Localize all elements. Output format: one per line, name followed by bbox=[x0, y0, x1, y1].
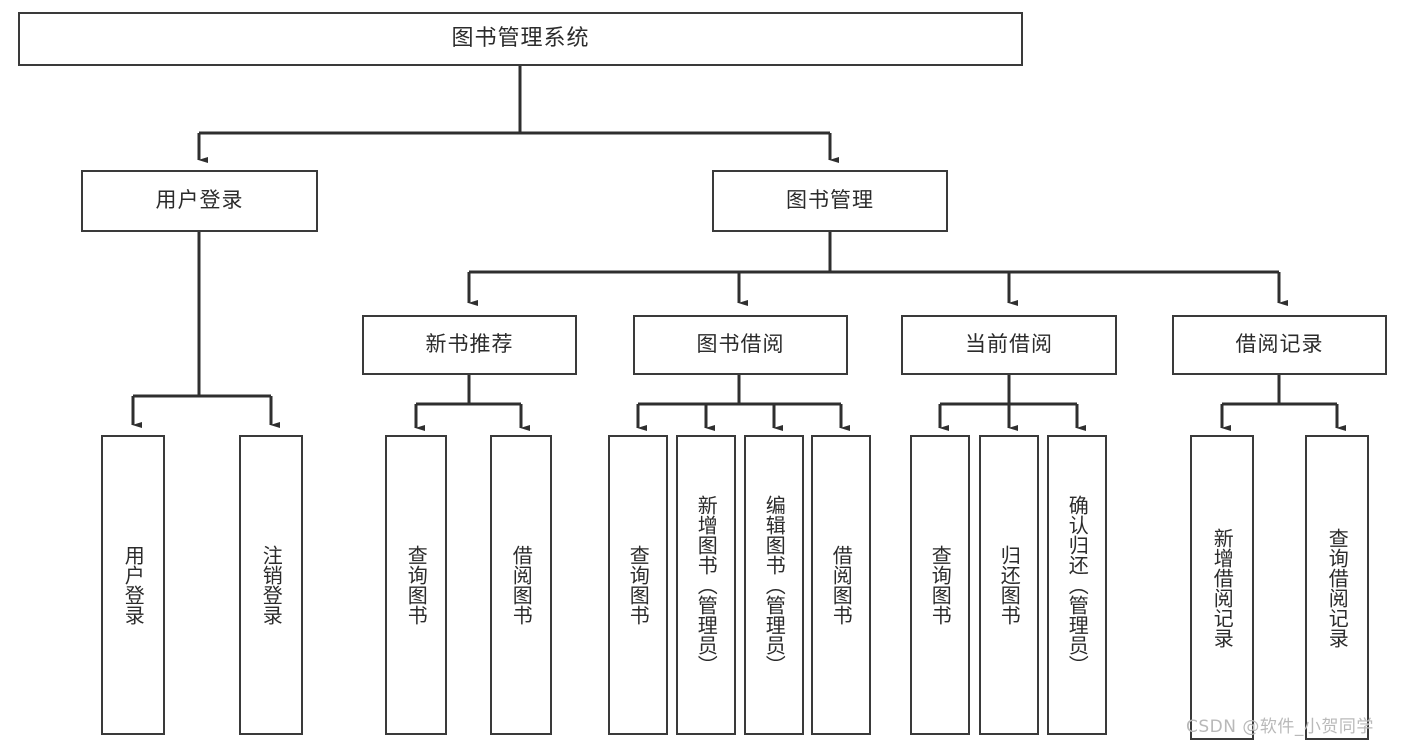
node-label: 图书管理系统 bbox=[451, 25, 590, 51]
leaf-edit-book[interactable]: 编辑图书（管理员） bbox=[744, 435, 804, 735]
leaf-borrow-book-recommend[interactable]: 借阅图书 bbox=[490, 435, 552, 735]
leaf-confirm-return[interactable]: 确认归还（管理员） bbox=[1047, 435, 1107, 735]
leaf-user-login[interactable]: 用户登录 bbox=[101, 435, 165, 735]
node-label: 查询图书 bbox=[626, 545, 651, 625]
node-label: 当前借阅 bbox=[965, 332, 1053, 357]
node-label: 注销登录 bbox=[259, 545, 284, 625]
node-label: 查询借阅记录 bbox=[1325, 527, 1350, 648]
leaf-query-book-recommend[interactable]: 查询图书 bbox=[385, 435, 447, 735]
node-book-management[interactable]: 图书管理 bbox=[712, 170, 948, 232]
node-label: 图书管理 bbox=[786, 188, 874, 213]
node-label: 借阅记录 bbox=[1235, 332, 1324, 357]
node-label: 编辑图书（管理员） bbox=[762, 495, 787, 675]
leaf-return-book[interactable]: 归还图书 bbox=[979, 435, 1039, 735]
node-current-borrow[interactable]: 当前借阅 bbox=[901, 315, 1117, 375]
node-label: 图书借阅 bbox=[696, 332, 785, 357]
leaf-borrow-book[interactable]: 借阅图书 bbox=[811, 435, 871, 735]
node-label: 用户登录 bbox=[121, 545, 146, 625]
leaf-add-borrow-record[interactable]: 新增借阅记录 bbox=[1190, 435, 1254, 740]
node-label: 用户登录 bbox=[155, 188, 244, 213]
node-user-login[interactable]: 用户登录 bbox=[81, 170, 318, 232]
leaf-add-book[interactable]: 新增图书（管理员） bbox=[676, 435, 736, 735]
node-book-management-system[interactable]: 图书管理系统 bbox=[18, 12, 1023, 66]
node-label: 借阅图书 bbox=[509, 545, 534, 625]
leaf-query-book-borrow[interactable]: 查询图书 bbox=[608, 435, 668, 735]
node-label: 查询图书 bbox=[404, 545, 429, 625]
node-book-borrow[interactable]: 图书借阅 bbox=[633, 315, 848, 375]
node-new-book-recommend[interactable]: 新书推荐 bbox=[362, 315, 577, 375]
node-borrow-record[interactable]: 借阅记录 bbox=[1172, 315, 1387, 375]
node-label: 新书推荐 bbox=[425, 332, 514, 357]
leaf-query-borrow-record[interactable]: 查询借阅记录 bbox=[1305, 435, 1369, 740]
node-label: 归还图书 bbox=[997, 545, 1022, 625]
node-label: 确认归还（管理员） bbox=[1065, 495, 1090, 675]
node-label: 查询图书 bbox=[928, 545, 953, 625]
node-label: 新增图书（管理员） bbox=[694, 495, 719, 675]
leaf-query-book-current[interactable]: 查询图书 bbox=[910, 435, 970, 735]
node-label: 借阅图书 bbox=[829, 545, 854, 625]
csdn-watermark: CSDN @软件_小贺同学 bbox=[1186, 717, 1374, 737]
node-label: 新增借阅记录 bbox=[1210, 527, 1235, 648]
leaf-logout-login[interactable]: 注销登录 bbox=[239, 435, 303, 735]
